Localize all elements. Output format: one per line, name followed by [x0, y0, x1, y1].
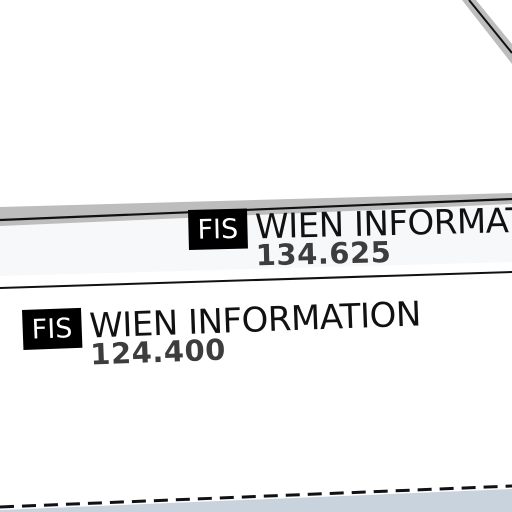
- fis-badge: FIS: [188, 208, 248, 250]
- fis-badge: FIS: [22, 307, 83, 350]
- station-frequency: 134.625: [255, 235, 392, 273]
- sector-boundary-line: [0, 197, 512, 222]
- diagonal-boundary-casing: [462, 0, 512, 64]
- dashed-airspace-boundary: [0, 484, 512, 509]
- diagonal-boundary-line: [468, 0, 512, 54]
- fir-boundary-line: [0, 271, 512, 289]
- fis-label-upper[interactable]: FIS WIEN INFORMATION 134.625: [188, 199, 512, 273]
